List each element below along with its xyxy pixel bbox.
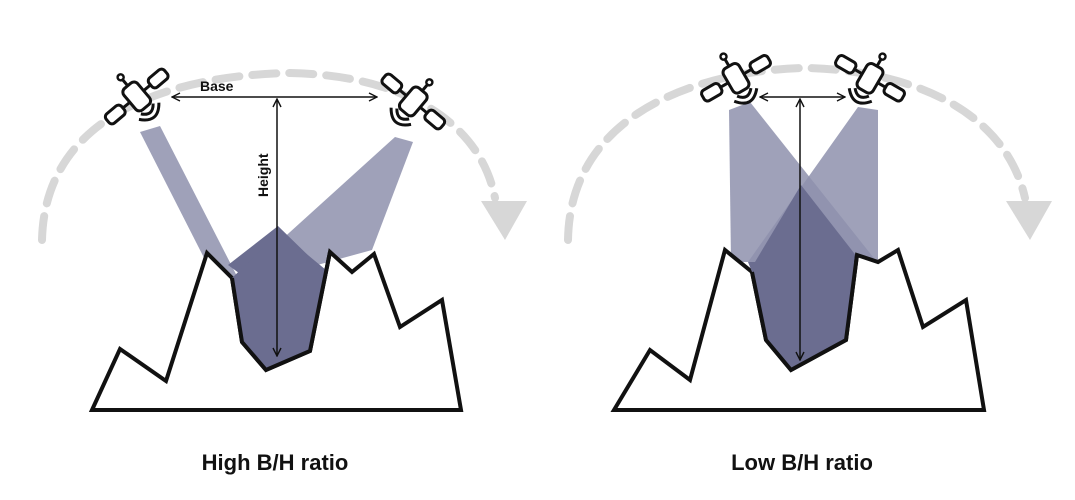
base-label: Base [200, 78, 234, 94]
low-bh-panel: Low B/H ratio [564, 33, 1052, 475]
satellite-icon [822, 33, 919, 123]
beam-overlap [755, 185, 861, 262]
high-bh-caption: High B/H ratio [202, 450, 349, 475]
high-bh-panel: Base Height High B/H ratio [38, 49, 527, 475]
height-label: Height [255, 153, 271, 197]
low-bh-caption: Low B/H ratio [731, 450, 873, 475]
satellite-icon [365, 54, 462, 149]
satellite-icon [88, 49, 185, 144]
orbit-path [38, 68, 499, 244]
orbit-arrowhead-icon [1006, 201, 1052, 240]
orbit-arrowhead-icon [481, 201, 527, 240]
orbit-path [564, 63, 1029, 244]
